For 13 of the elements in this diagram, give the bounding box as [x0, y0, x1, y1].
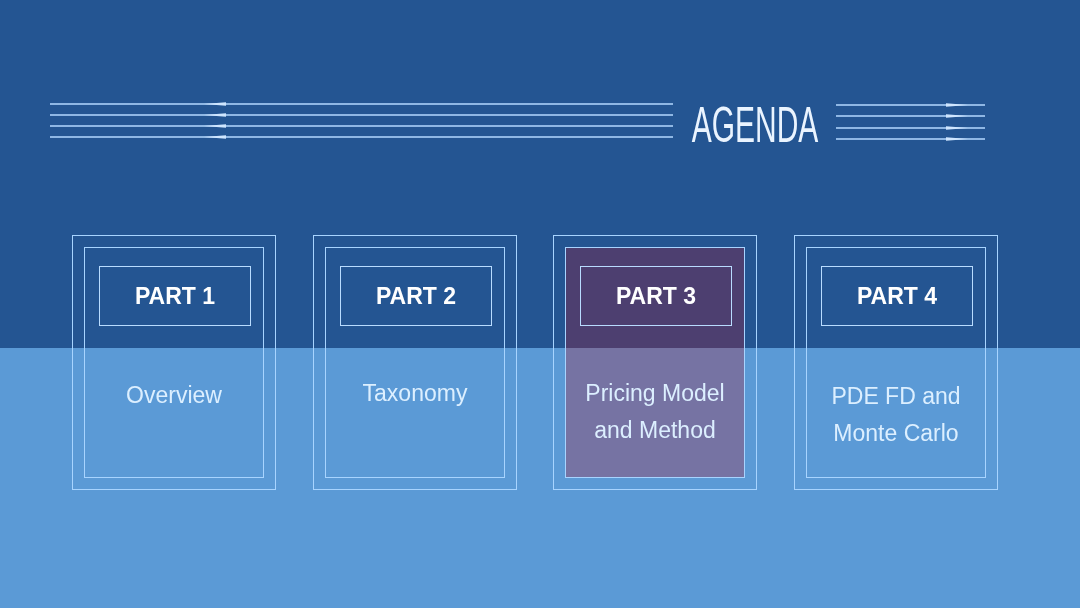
- agenda-title: AGENDA: [691, 102, 819, 148]
- part-heading: PART 3: [580, 266, 732, 326]
- part-heading: PART 2: [340, 266, 492, 326]
- agenda-card: [794, 235, 998, 490]
- topic-text: Overview: [125, 381, 223, 410]
- topic-text: PDE FD and Monte Carlo: [830, 382, 962, 448]
- part-heading: PART 1: [99, 266, 251, 326]
- agenda-card: [313, 235, 517, 490]
- topic-text: Taxonomy: [361, 379, 469, 408]
- agenda-card: [553, 235, 757, 490]
- topic-text: Pricing Model and Method: [584, 379, 726, 445]
- part-heading: PART 4: [821, 266, 973, 326]
- agenda-card: [72, 235, 276, 490]
